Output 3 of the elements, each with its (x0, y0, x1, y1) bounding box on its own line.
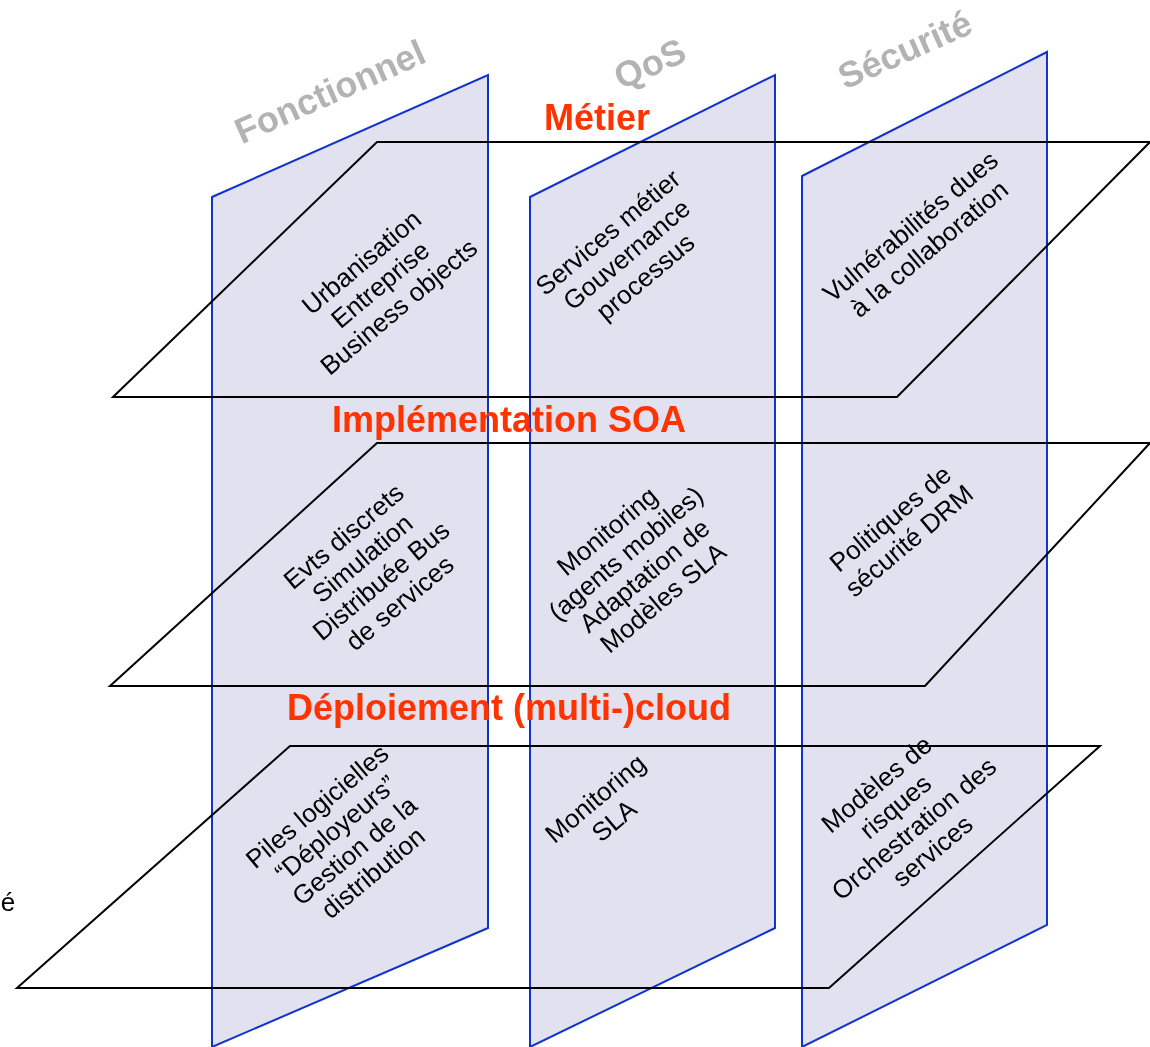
cell-text: é (0, 888, 17, 918)
plane-title: QoS (608, 32, 692, 96)
plane-title: Métier (544, 100, 650, 136)
